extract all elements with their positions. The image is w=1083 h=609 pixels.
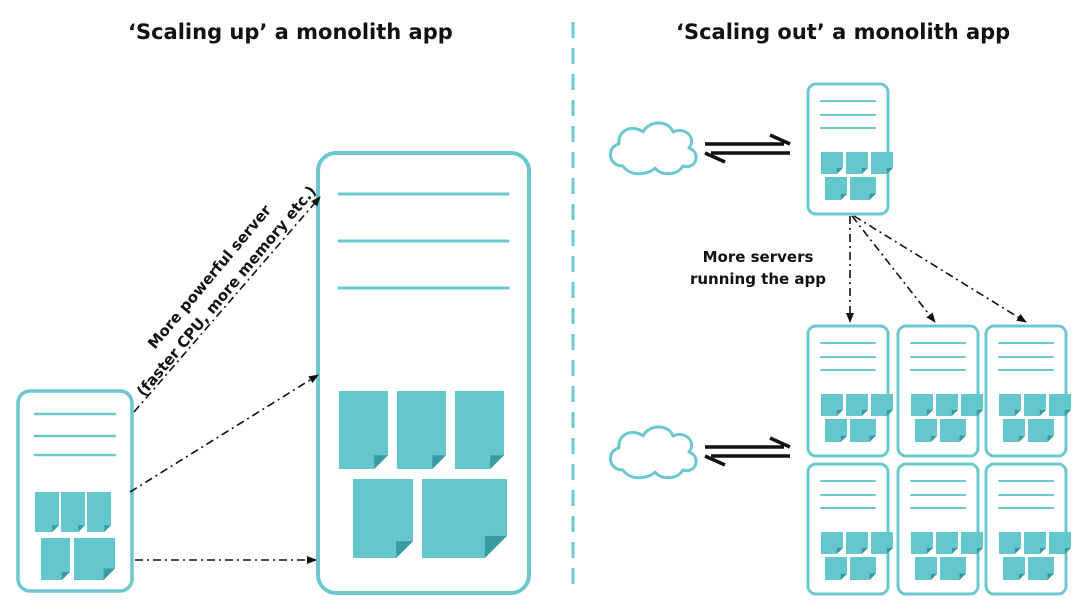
module-icon [915,419,937,442]
module-icon [74,538,115,580]
server-icon [806,324,893,458]
module-icon [1028,419,1054,442]
module-icon [821,394,843,416]
server-icon [896,462,983,596]
bidirectional-arrow-icon [704,133,791,164]
module-icon [1049,532,1071,554]
module-icon [397,391,446,469]
running-the-app-label: running the app [689,270,827,288]
server-icon [896,324,983,458]
module-icon [936,394,958,416]
scaling-up-title: ‘Scaling up’ a monolith app [128,20,453,44]
module-icon [999,394,1021,416]
server-icon [806,82,893,216]
module-icon [961,394,983,416]
server-icon [316,151,531,595]
module-icon [825,177,847,200]
module-icon [825,419,847,442]
module-icon [35,492,59,532]
module-icon [821,152,843,174]
module-icon [961,532,983,554]
module-icon [850,557,876,580]
module-icon [850,177,876,200]
module-icon [825,557,847,580]
module-icon [871,394,893,416]
dash-dot-arrow [853,215,1027,323]
module-icon [911,394,933,416]
more-servers-label: More servers [702,248,814,266]
module-icon [455,391,504,469]
server-icon [984,462,1071,596]
module-icon [871,532,893,554]
module-icon [422,479,507,558]
server-icon [16,389,134,593]
module-icon [936,532,958,554]
module-icon [87,492,111,532]
module-icon [999,532,1021,554]
module-icon [1024,394,1046,416]
module-icon [353,479,413,558]
dash-dot-arrow [851,215,936,323]
module-icon [846,394,868,416]
module-icon [61,492,85,532]
module-icon [1028,557,1054,580]
module-icon [846,152,868,174]
module-icon [846,532,868,554]
cloud-icon [609,425,698,480]
module-icon [940,419,966,442]
module-icon [41,538,70,580]
module-icon [915,557,937,580]
module-icon [1024,532,1046,554]
module-icon [911,532,933,554]
scaling-out-title: ‘Scaling out’ a monolith app [676,20,1011,44]
cloud-icon [609,121,698,176]
bidirectional-arrow-icon [704,436,791,467]
module-icon [821,532,843,554]
server-icon [806,462,893,596]
dash-dot-arrow [133,196,321,413]
more-servers-annotation: More servers running the app [672,246,844,290]
module-icon [850,419,876,442]
server-icon [984,324,1071,458]
module-icon [339,391,388,469]
module-icon [871,152,893,174]
module-icon [1003,419,1025,442]
module-icon [1003,557,1025,580]
module-icon [940,557,966,580]
dash-dot-arrow [129,374,319,493]
module-icon [1049,394,1071,416]
